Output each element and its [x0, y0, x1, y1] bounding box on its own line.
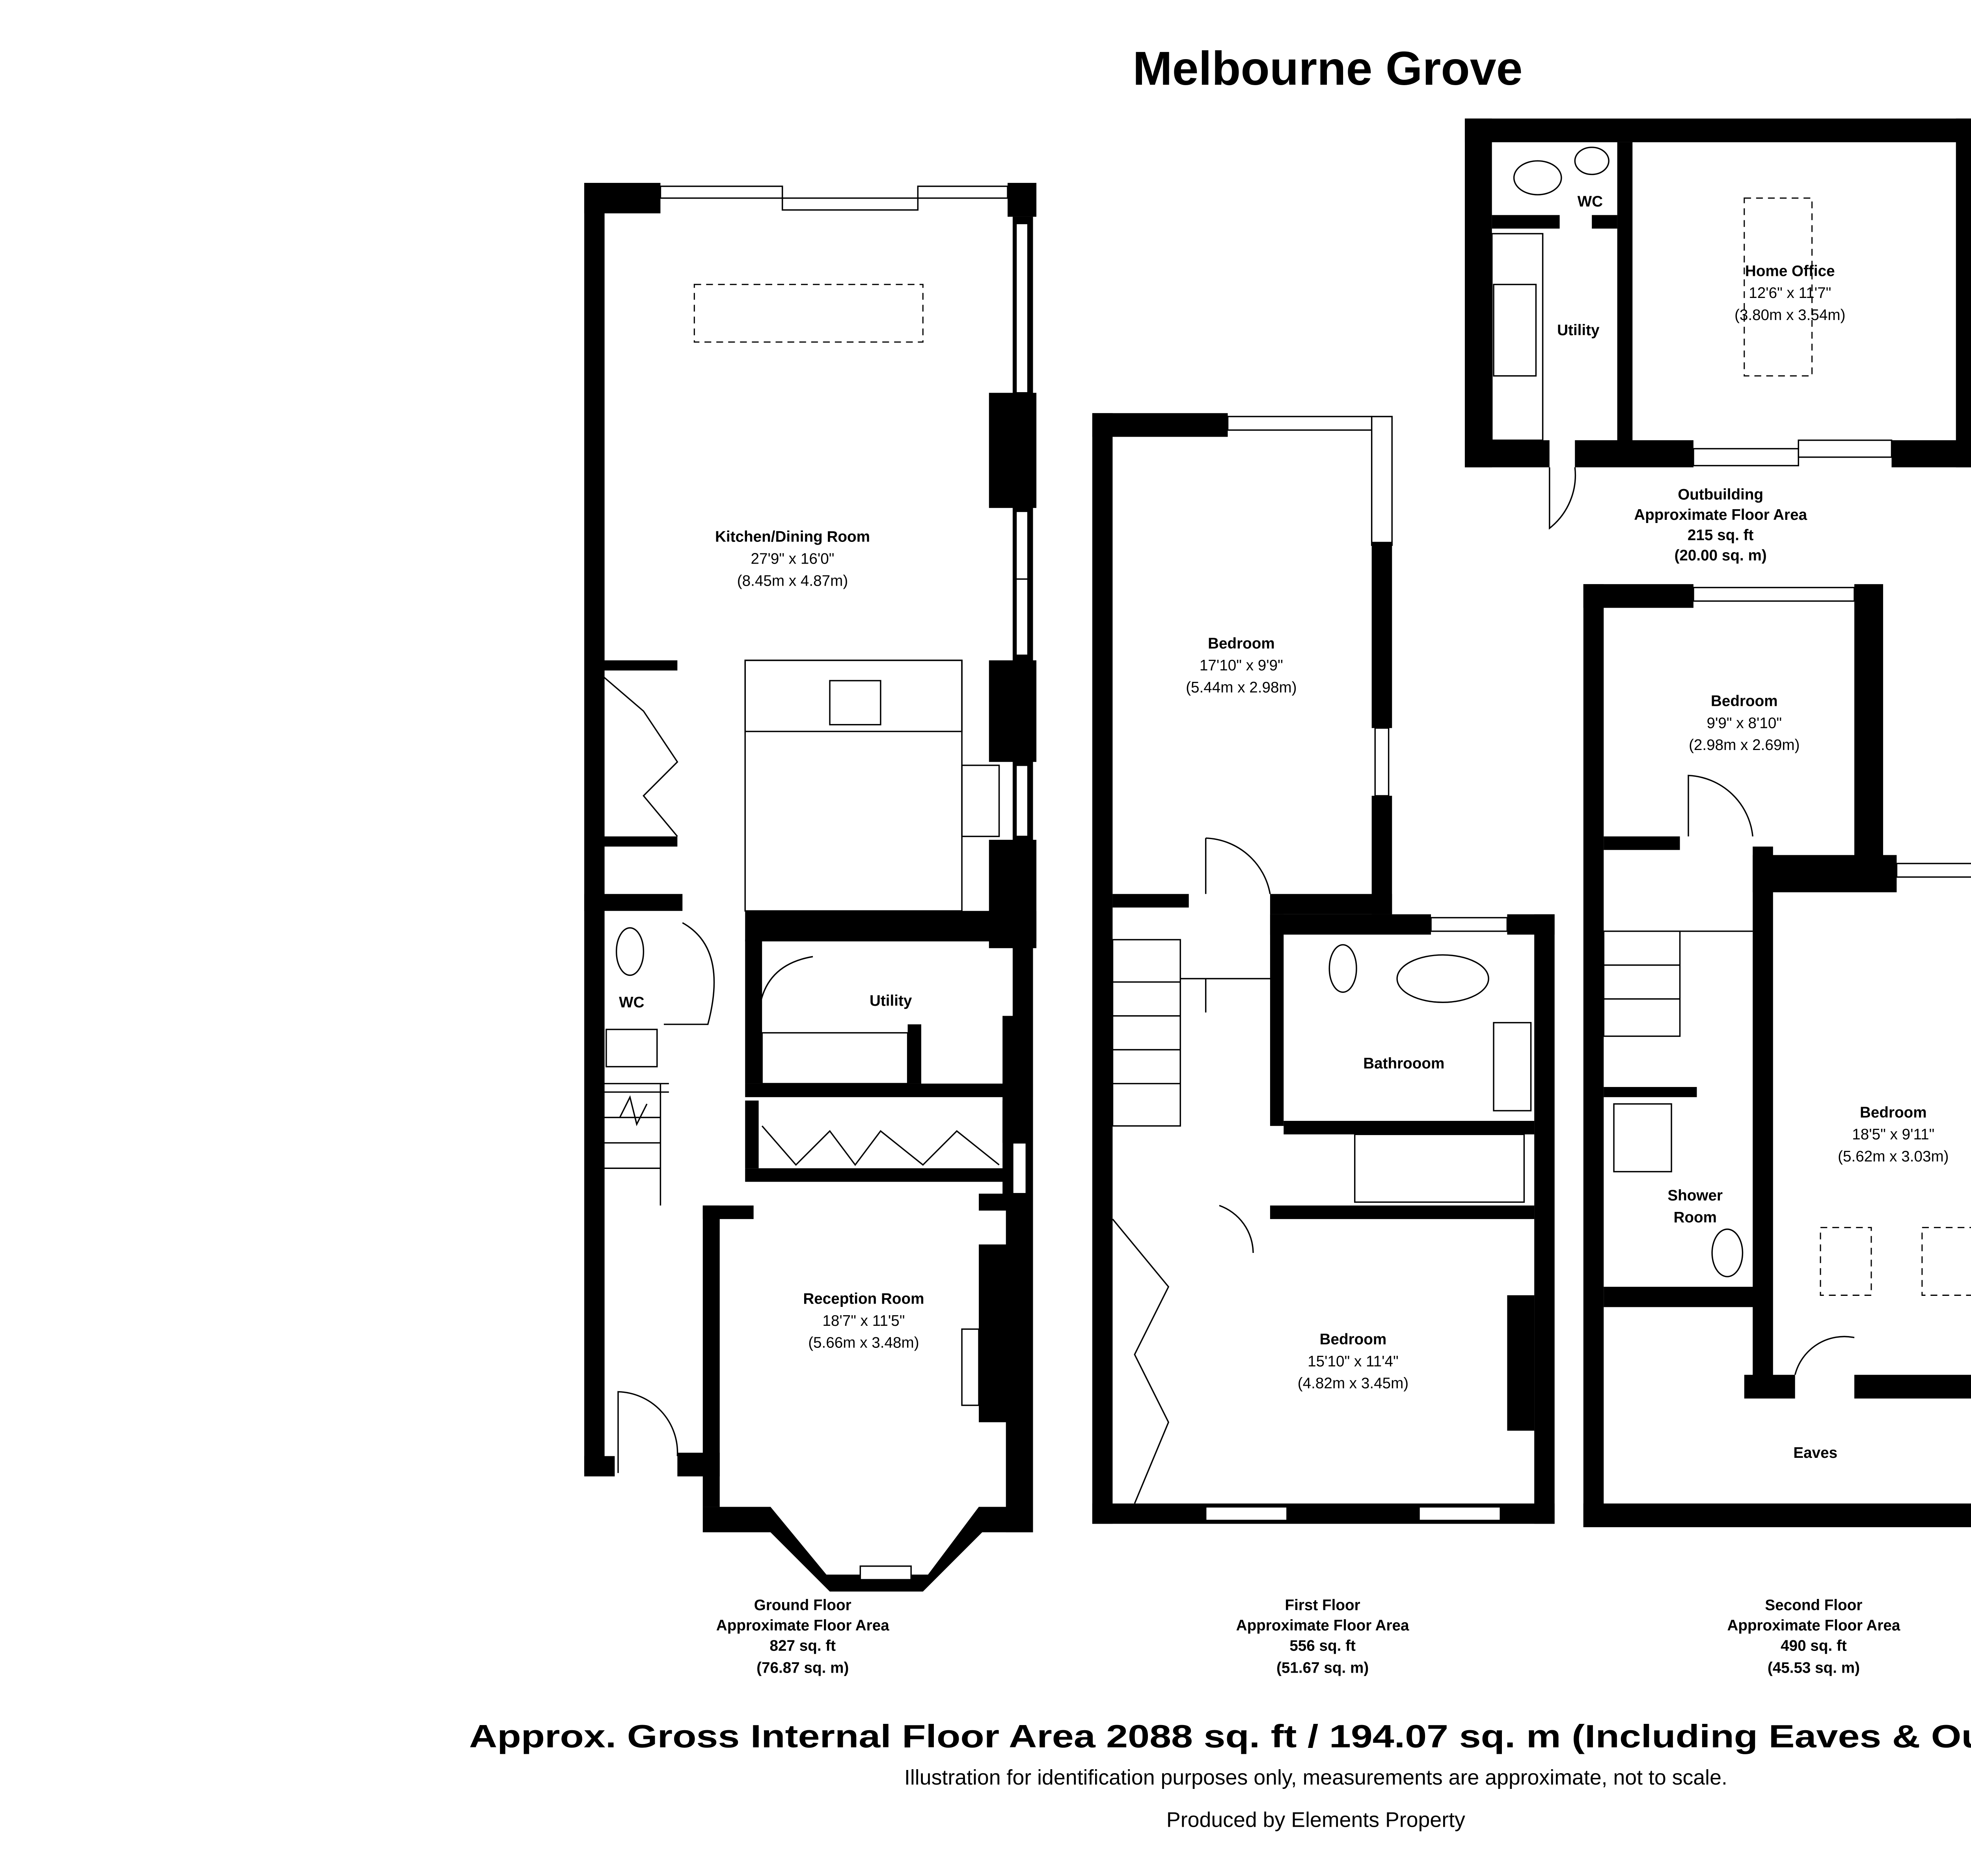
room-bathroom-name: Bathrooom: [1363, 1055, 1444, 1072]
first-floor-sqm: (51.67 sq. m): [1276, 1659, 1369, 1676]
second-floor-plan: Bedroom 9'9" x 8'10" (2.98m x 2.69m) Sho…: [1583, 584, 1971, 1527]
outbuilding-name: Outbuilding: [1678, 486, 1763, 503]
room-home-office-name: Home Office: [1745, 262, 1835, 279]
room-eaves-name: Eaves: [1793, 1444, 1837, 1461]
outbuilding-plan: WC Utility Home Office 12'6" x 11'7" (3.…: [1464, 118, 1971, 530]
room-kitchen-metric: (8.45m x 4.87m): [737, 572, 848, 589]
room-bedroom-first-front-imperial: 15'10" x 11'4": [1308, 1353, 1399, 1370]
first-floor-sqft: 556 sq. ft: [1289, 1638, 1356, 1655]
ground-floor-area-caption: Ground Floor Approximate Floor Area 827 …: [716, 1597, 889, 1676]
outbuilding-area-caption: Outbuilding Approximate Floor Area 215 s…: [1634, 486, 1807, 564]
second-floor-sqm: (45.53 sq. m): [1768, 1659, 1860, 1676]
first-floor-area-caption: First Floor Approximate Floor Area 556 s…: [1236, 1597, 1409, 1676]
first-floor-name: First Floor: [1285, 1597, 1360, 1614]
room-bedroom-second-large-name: Bedroom: [1860, 1104, 1927, 1121]
ground-floor-name: Ground Floor: [754, 1597, 851, 1614]
room-bedroom-first-rear-imperial: 17'10" x 9'9": [1200, 657, 1283, 674]
room-bedroom-second-small-name: Bedroom: [1711, 692, 1778, 709]
room-utility-ground-name: Utility: [870, 992, 912, 1009]
room-bedroom-second-large-metric: (5.62m x 3.03m): [1838, 1148, 1949, 1165]
first-floor-plan: Bedroom 17'10" x 9'9" (5.44m x 2.98m) Ba…: [1092, 413, 1555, 1524]
page-title: Melbourne Grove: [1133, 42, 1522, 95]
ground-floor-area-label: Approximate Floor Area: [716, 1617, 889, 1634]
room-reception-metric: (5.66m x 3.48m): [808, 1334, 919, 1351]
room-kitchen-name: Kitchen/Dining Room: [715, 529, 870, 545]
room-reception-imperial: 18'7" x 11'5": [822, 1312, 905, 1329]
room-bedroom-first-rear-metric: (5.44m x 2.98m): [1186, 679, 1297, 696]
outbuilding-sqm: (20.00 sq. m): [1675, 547, 1767, 564]
producer-credit: Produced by Elements Property: [1166, 1808, 1465, 1831]
second-floor-area-label: Approximate Floor Area: [1727, 1617, 1900, 1634]
room-bedroom-second-large-imperial: 18'5" x 9'11": [1852, 1126, 1934, 1143]
gross-area-summary: Approx. Gross Internal Floor Area 2088 s…: [469, 1718, 1971, 1754]
second-floor-name: Second Floor: [1765, 1597, 1862, 1614]
room-shower-name-line2: Room: [1673, 1209, 1717, 1226]
outbuilding-area-label: Approximate Floor Area: [1634, 506, 1807, 523]
room-wc-out-name: WC: [1578, 193, 1603, 210]
room-home-office-metric: (3.80m x 3.54m): [1734, 307, 1845, 324]
room-bedroom-second-small-imperial: 9'9" x 8'10": [1707, 715, 1782, 731]
room-shower-name-line1: Shower: [1667, 1187, 1723, 1204]
second-floor-area-caption: Second Floor Approximate Floor Area 490 …: [1727, 1597, 1900, 1676]
outbuilding-sqft: 215 sq. ft: [1688, 527, 1754, 543]
room-home-office-imperial: 12'6" x 11'7": [1749, 285, 1831, 302]
disclaimer: Illustration for identification purposes…: [904, 1766, 1727, 1789]
room-wc-ground-name: WC: [619, 994, 644, 1011]
first-floor-area-label: Approximate Floor Area: [1236, 1617, 1409, 1634]
room-bedroom-first-front-name: Bedroom: [1320, 1331, 1387, 1348]
room-reception-name: Reception Room: [803, 1290, 924, 1307]
ground-floor-plan: Kitchen/Dining Room 27'9" x 16'0" (8.45m…: [584, 183, 1037, 1592]
ground-floor-sqft: 827 sq. ft: [769, 1638, 836, 1655]
room-bedroom-first-front-metric: (4.82m x 3.45m): [1298, 1375, 1408, 1392]
room-kitchen-imperial: 27'9" x 16'0": [751, 551, 834, 568]
room-utility-out-name: Utility: [1557, 322, 1600, 339]
room-bedroom-second-small-metric: (2.98m x 2.69m): [1689, 737, 1800, 754]
ground-floor-sqm: (76.87 sq. m): [756, 1659, 849, 1676]
second-floor-sqft: 490 sq. ft: [1781, 1638, 1847, 1655]
room-bedroom-first-rear-name: Bedroom: [1208, 635, 1275, 652]
